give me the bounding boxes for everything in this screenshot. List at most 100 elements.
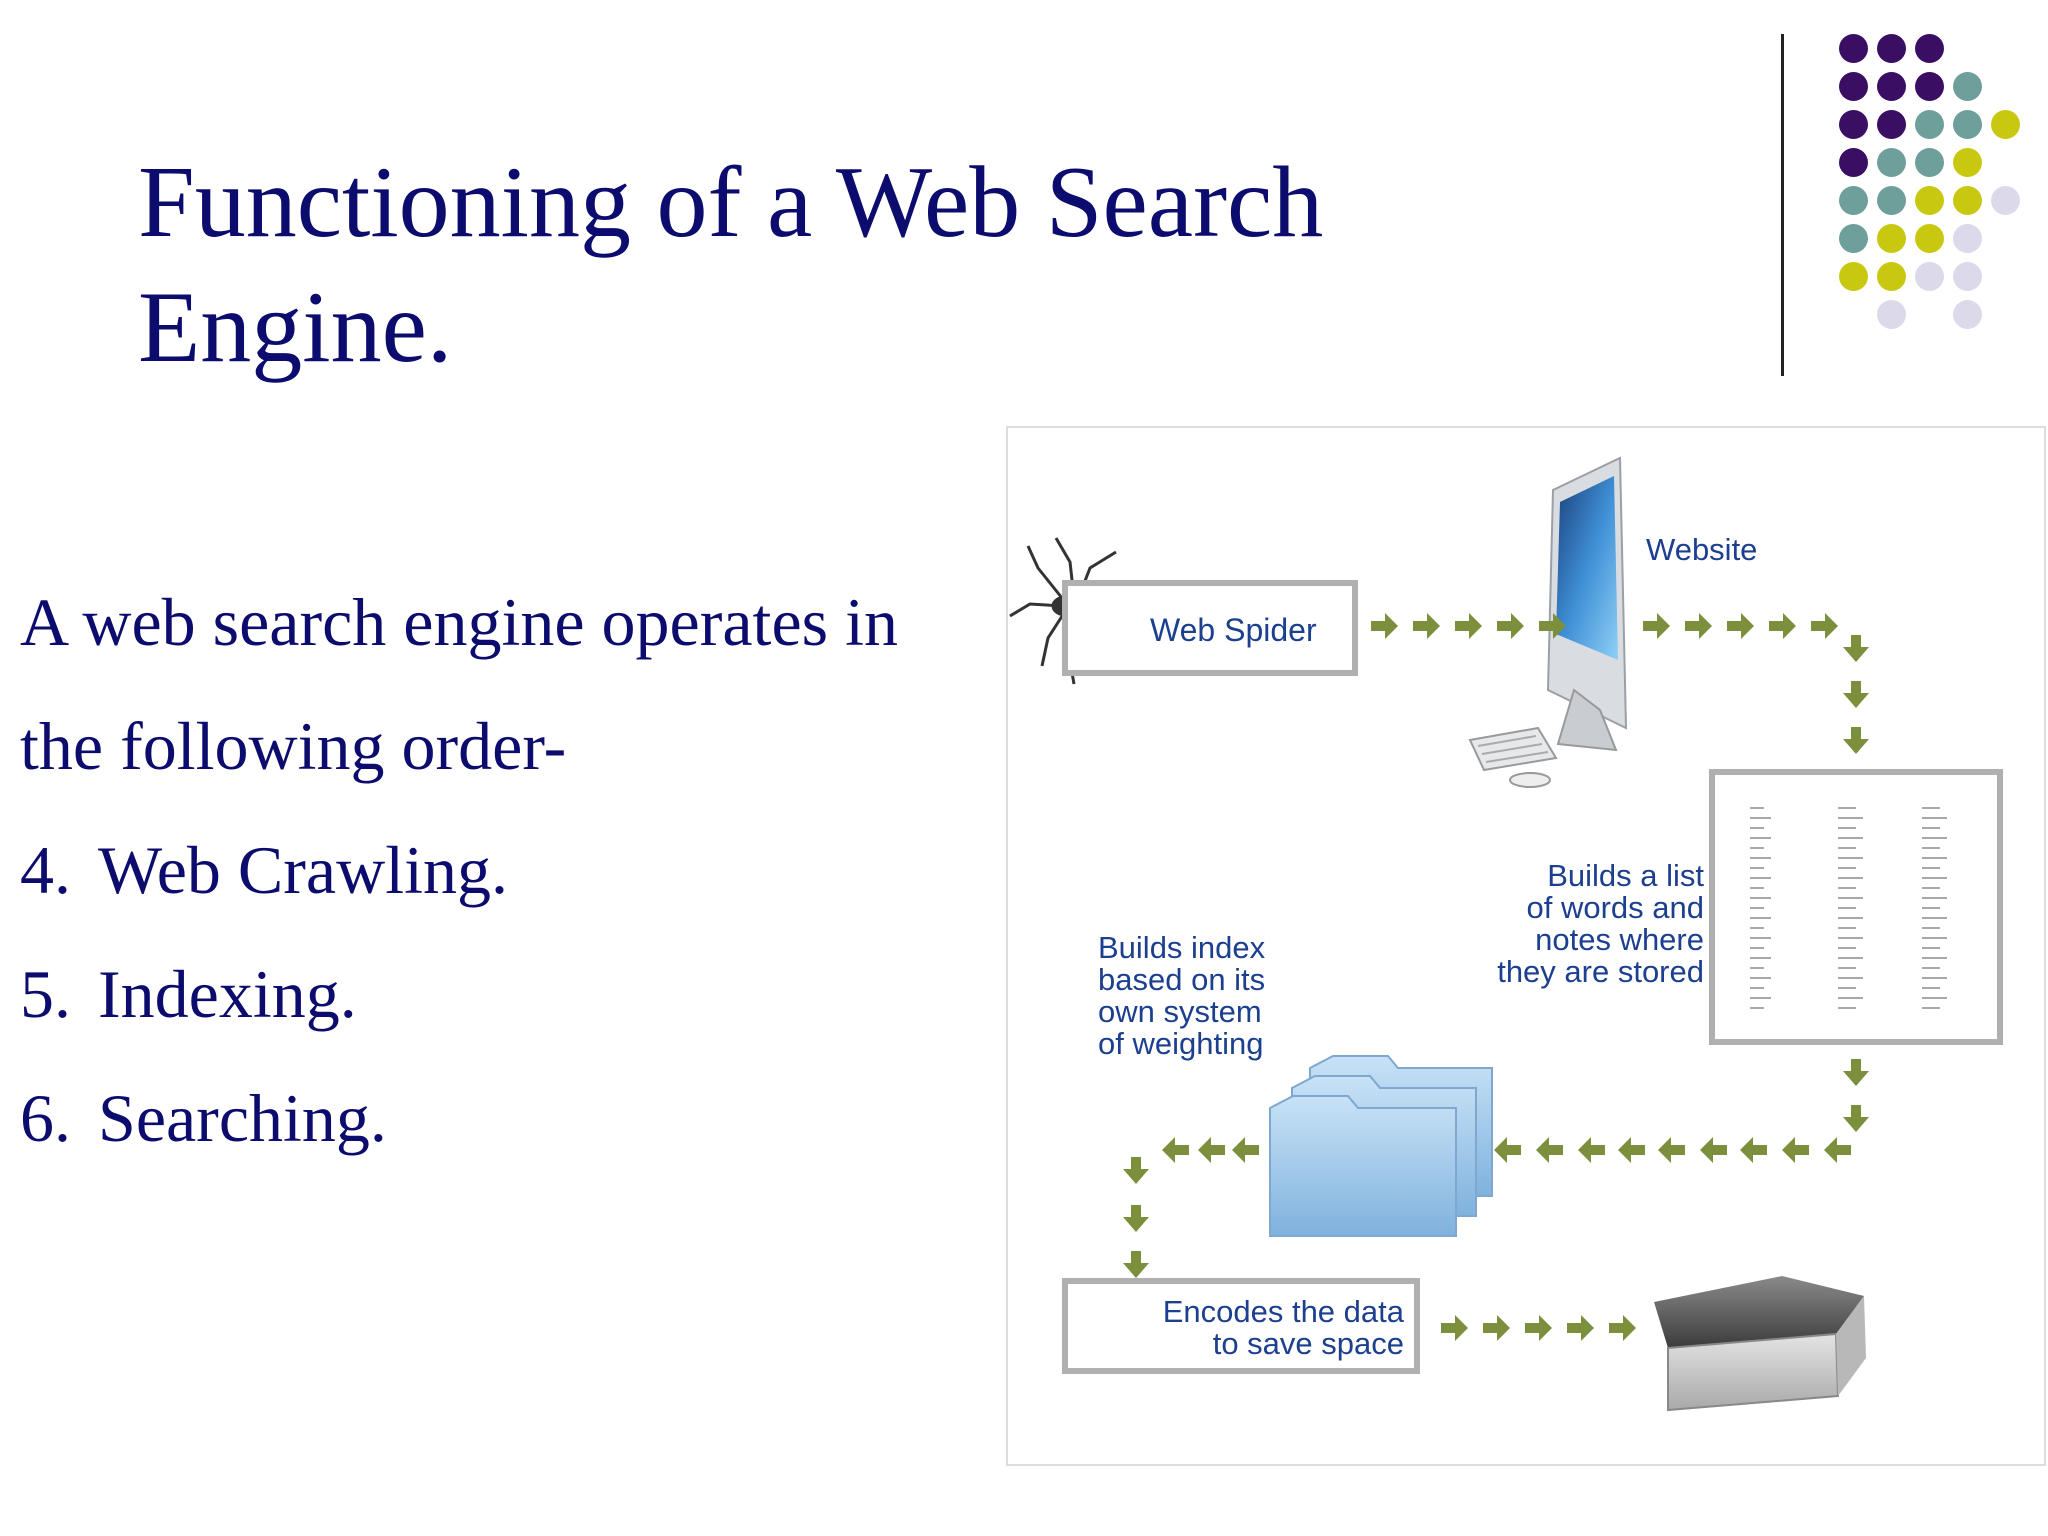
- decorative-dot: [1915, 148, 1944, 177]
- encodes-label: Encodes the data to save space: [1098, 1296, 1404, 1360]
- decorative-dot: [1991, 186, 2020, 215]
- decorative-dot: [1915, 186, 1944, 215]
- builds-list-line: notes where: [1535, 922, 1704, 957]
- folder-stack-icon: [1269, 1055, 1493, 1237]
- web-spider-box: Web Spider: [1062, 580, 1358, 676]
- flow-arrow-icon: [1843, 727, 1869, 754]
- flow-arrow-icon: [1843, 1105, 1869, 1132]
- builds-index-line: of weighting: [1098, 1026, 1264, 1061]
- flow-arrow-icon: [1536, 1137, 1563, 1163]
- decorative-dot: [1915, 34, 1944, 63]
- decorative-dot: [1915, 110, 1944, 139]
- decorative-dot: [1991, 110, 2020, 139]
- list-item-text: Indexing.: [98, 956, 357, 1032]
- flow-arrow-icon: [1843, 681, 1869, 708]
- body-text: A web search engine operates in the foll…: [20, 560, 1020, 1180]
- flow-arrow-icon: [1782, 1137, 1809, 1163]
- diagram-graphics: [1009, 456, 2003, 1412]
- decorative-dot: [1877, 186, 1906, 215]
- decorative-dot: [1877, 300, 1906, 329]
- flow-arrow-icon: [1497, 613, 1524, 639]
- decorative-dot: [1839, 148, 1868, 177]
- flow-arrow-icon: [1441, 1315, 1468, 1341]
- title-line-2: Engine.: [138, 271, 453, 384]
- builds-list-label: Builds a list of words and notes where t…: [1428, 860, 1704, 988]
- flow-arrow-icon: [1643, 613, 1670, 639]
- flow-arrow-icon: [1658, 1137, 1685, 1163]
- list-item-text: Web Crawling.: [98, 832, 508, 908]
- list-item-number: 6.: [20, 1080, 71, 1156]
- encodes-line: to save space: [1212, 1326, 1404, 1361]
- decorative-dot: [1915, 262, 1944, 291]
- decorative-dot: [1839, 72, 1868, 101]
- slide-title: Functioning of a Web Search Engine.: [138, 140, 1538, 390]
- flow-arrow-icon: [1371, 613, 1398, 639]
- flow-arrow-icon: [1483, 1315, 1510, 1341]
- decorative-dot: [1915, 224, 1944, 253]
- flow-arrow-icon: [1769, 613, 1796, 639]
- intro-line-1: A web search engine operates in: [20, 584, 898, 660]
- flow-arrow-icon: [1727, 613, 1754, 639]
- flow-arrows: [1123, 613, 1869, 1341]
- decorative-dot: [1953, 148, 1982, 177]
- flow-arrow-icon: [1198, 1137, 1225, 1163]
- builds-index-line: Builds index: [1098, 930, 1266, 965]
- decorative-dot: [1877, 72, 1906, 101]
- decorative-dot: [1839, 110, 1868, 139]
- decorative-dot: [1953, 300, 1982, 329]
- computer-icon: [1468, 456, 1628, 788]
- decorative-dot: [1915, 72, 1944, 101]
- flow-arrow-icon: [1618, 1137, 1645, 1163]
- flow-arrow-icon: [1609, 1315, 1636, 1341]
- list-item-text: Searching.: [98, 1080, 387, 1156]
- flow-arrow-icon: [1455, 613, 1482, 639]
- flow-arrow-icon: [1824, 1137, 1851, 1163]
- flow-arrow-icon: [1811, 613, 1838, 639]
- flow-arrow-icon: [1162, 1137, 1189, 1163]
- list-item: 5. Indexing.: [20, 932, 1020, 1056]
- builds-index-line: own system: [1098, 994, 1262, 1029]
- flow-arrow-icon: [1578, 1137, 1605, 1163]
- list-item-number: 5.: [20, 956, 71, 1032]
- flow-arrow-icon: [1740, 1137, 1767, 1163]
- website-label: Website: [1646, 532, 1758, 567]
- list-item-number: 4.: [20, 832, 71, 908]
- builds-index-label: Builds index based on its own system of …: [1098, 932, 1398, 1060]
- decorative-dot: [1877, 34, 1906, 63]
- decorative-dot: [1953, 186, 1982, 215]
- vertical-divider: [1781, 34, 1784, 376]
- decorative-dot: [1839, 34, 1868, 63]
- search-engine-diagram: Web Spider Website Builds a list of word…: [1006, 426, 2046, 1466]
- word-list-document-icon: [1709, 769, 2003, 1045]
- hard-drive-icon: [1654, 1276, 1866, 1412]
- decorative-dot: [1953, 110, 1982, 139]
- flow-arrow-icon: [1843, 1059, 1869, 1086]
- decorative-dot: [1877, 148, 1906, 177]
- web-spider-label: Web Spider: [1150, 612, 1317, 648]
- decorative-dot: [1953, 262, 1982, 291]
- flow-arrow-icon: [1525, 1315, 1552, 1341]
- flow-arrow-icon: [1232, 1137, 1259, 1163]
- builds-list-line: they are stored: [1497, 954, 1704, 989]
- title-line-1: Functioning of a Web Search: [138, 146, 1324, 259]
- flow-arrow-icon: [1123, 1251, 1149, 1278]
- flow-arrow-icon: [1413, 613, 1440, 639]
- builds-list-line: Builds a list: [1547, 858, 1704, 893]
- flow-arrow-icon: [1685, 613, 1712, 639]
- decorative-dot: [1877, 110, 1906, 139]
- encodes-box: Encodes the data to save space: [1062, 1278, 1420, 1374]
- list-item: 6. Searching.: [20, 1056, 1020, 1180]
- flow-arrow-icon: [1843, 635, 1869, 662]
- decorative-dot: [1877, 224, 1906, 253]
- builds-index-line: based on its: [1098, 962, 1266, 997]
- decorative-dot: [1839, 186, 1868, 215]
- flow-arrow-icon: [1123, 1157, 1149, 1184]
- decorative-dot: [1953, 72, 1982, 101]
- flow-arrow-icon: [1567, 1315, 1594, 1341]
- flow-arrow-icon: [1494, 1137, 1521, 1163]
- encodes-line: Encodes the data: [1162, 1294, 1404, 1329]
- decorative-dot: [1877, 262, 1906, 291]
- list-item: 4. Web Crawling.: [20, 808, 1020, 932]
- flow-arrow-icon: [1539, 613, 1566, 639]
- intro-line-2: the following order-: [20, 708, 567, 784]
